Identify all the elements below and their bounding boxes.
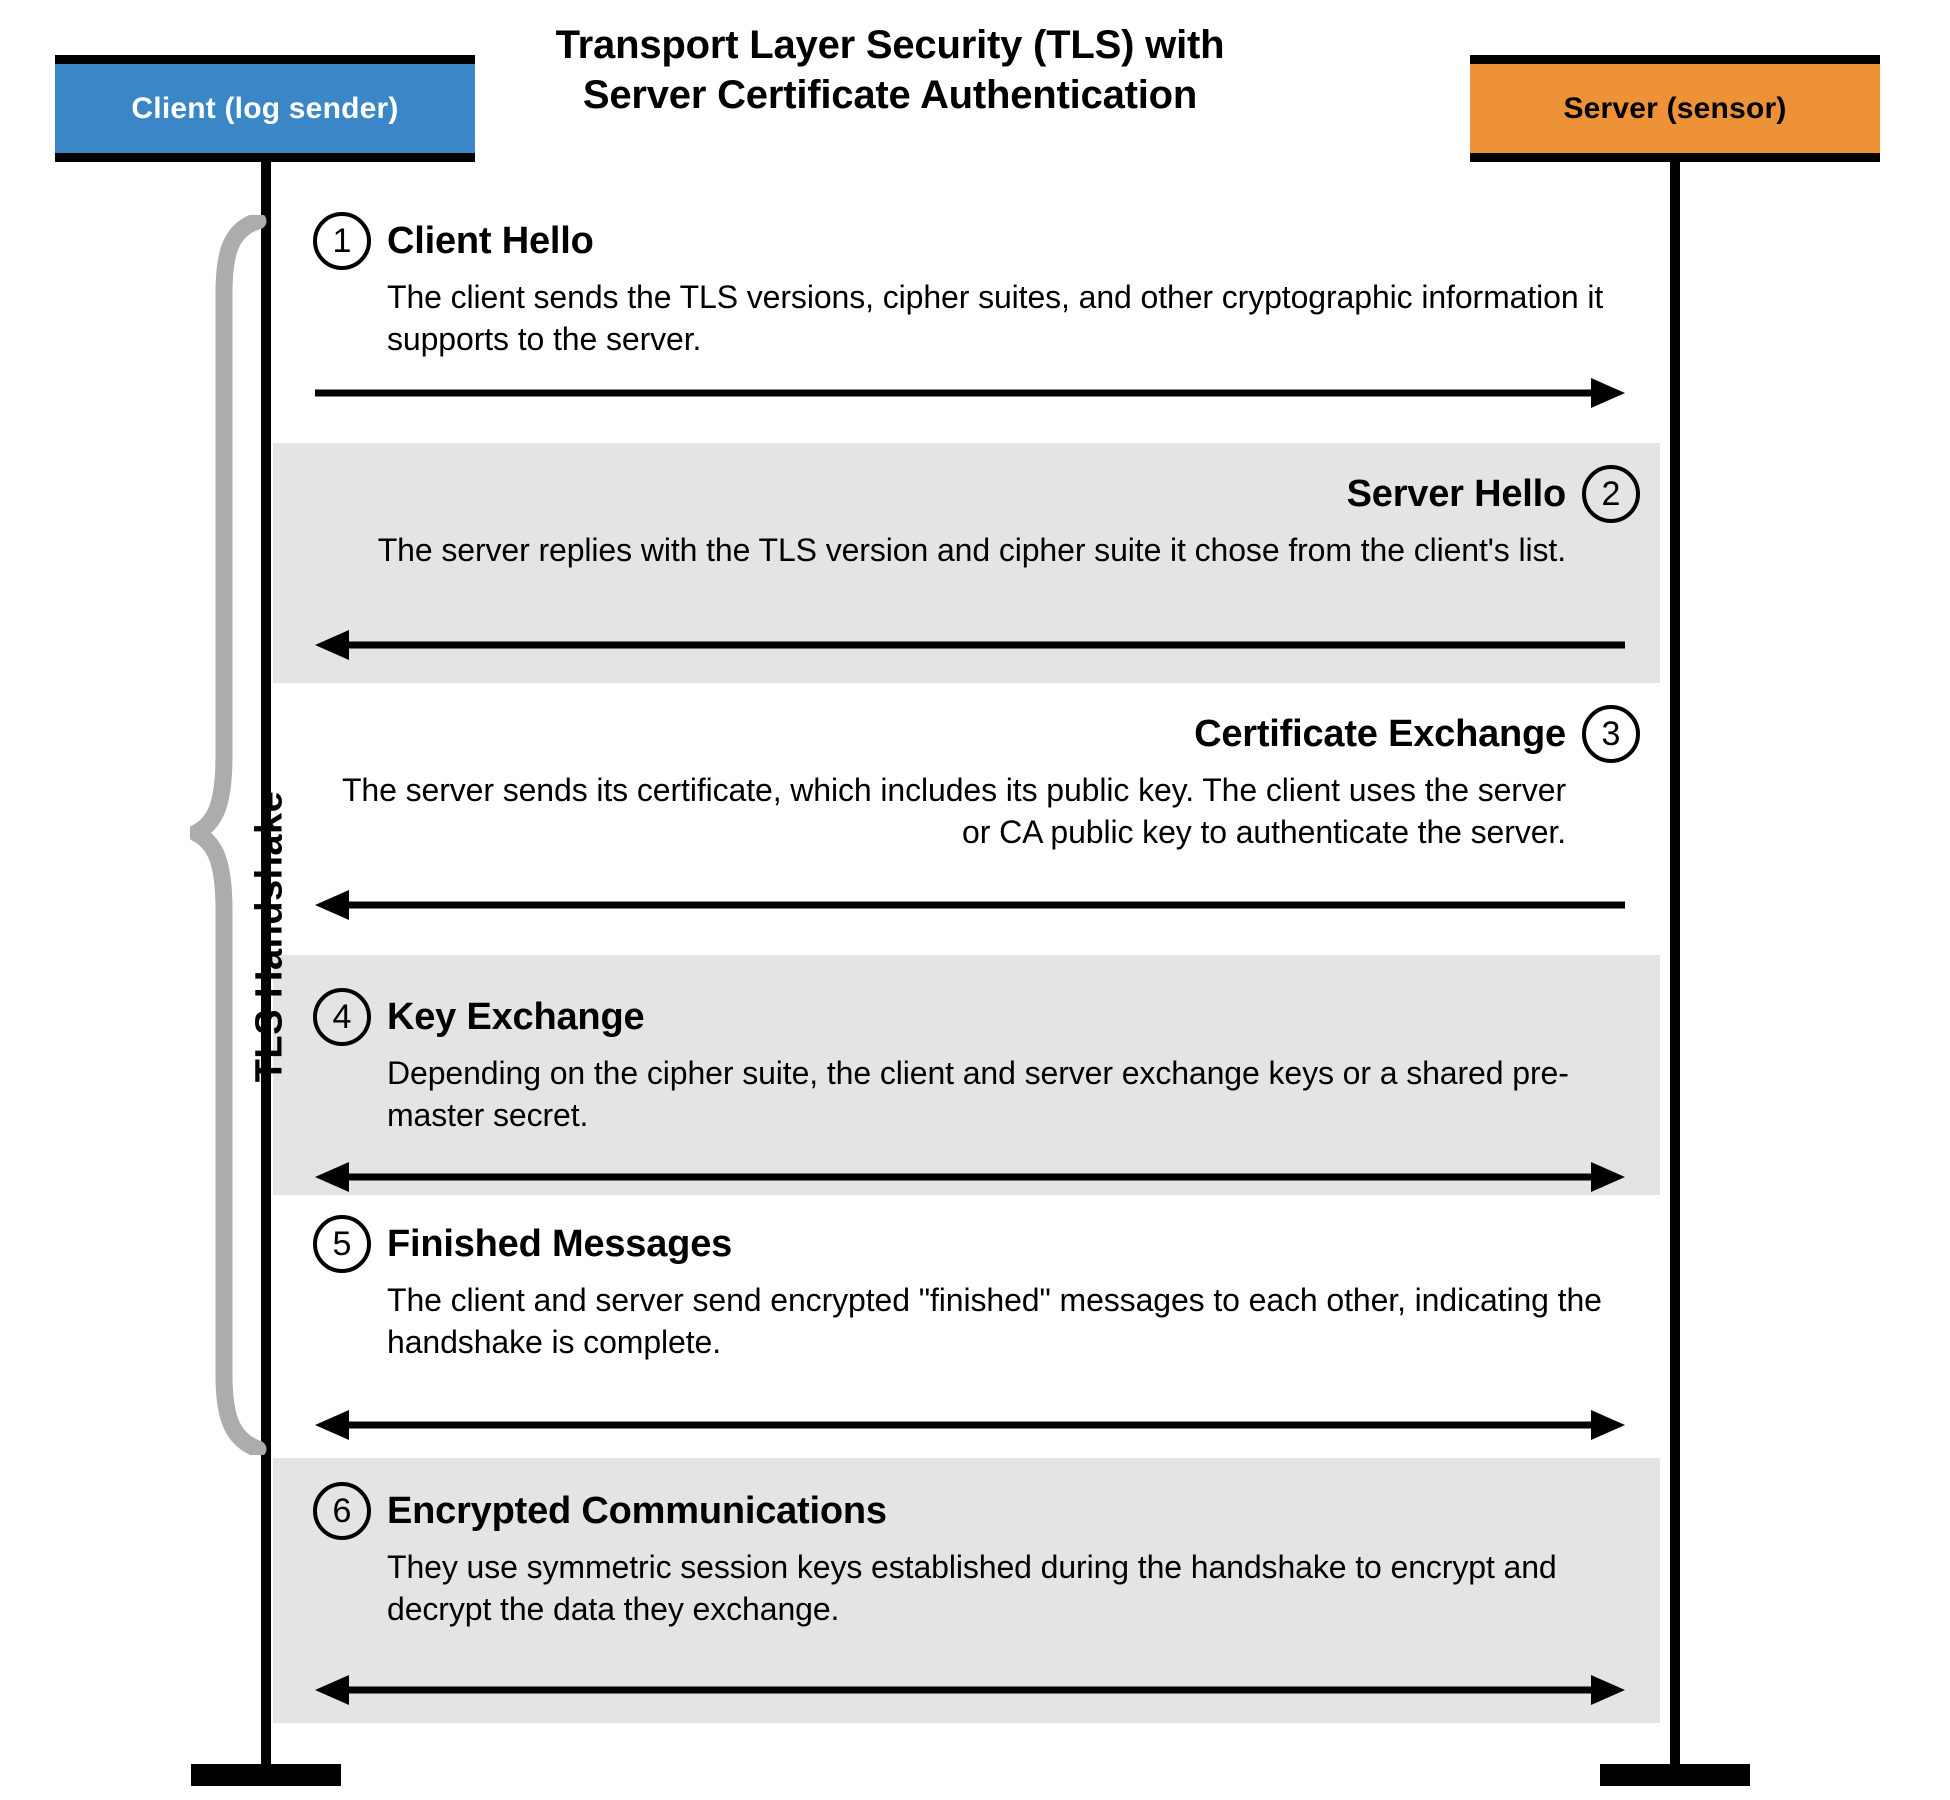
step-description-5: The client and server send encrypted "fi… bbox=[387, 1282, 1602, 1361]
step-6-header: 6 Encrypted Communications bbox=[313, 1482, 1640, 1540]
step-5-header: 5 Finished Messages bbox=[313, 1215, 1640, 1273]
step-number-badge-6: 6 bbox=[313, 1482, 371, 1540]
title-line-1: Transport Layer Security (TLS) with bbox=[555, 23, 1225, 67]
step-1-header: 1 Client Hello bbox=[313, 212, 1640, 270]
message-arrow-3-left bbox=[285, 885, 1655, 925]
step-title-4: Key Exchange bbox=[387, 995, 645, 1038]
step-description-4: Depending on the cipher suite, the clien… bbox=[387, 1055, 1569, 1134]
step-band-6 bbox=[273, 1458, 1660, 1723]
message-arrow-5-both bbox=[285, 1405, 1655, 1445]
title-line-2: Server Certificate Authentication bbox=[582, 73, 1198, 117]
step-number-badge-2: 2 bbox=[1582, 465, 1640, 523]
actor-server-box: Server (sensor) bbox=[1470, 55, 1880, 162]
step-4-header: 4 Key Exchange bbox=[313, 988, 1640, 1046]
lifeline-server-foot bbox=[1600, 1764, 1750, 1786]
actor-server-label: Server (sensor) bbox=[1563, 91, 1787, 125]
step-description-6: They use symmetric session keys establis… bbox=[387, 1549, 1557, 1628]
step-3-header: Certificate Exchange 3 bbox=[313, 705, 1640, 763]
brace-icon bbox=[187, 212, 267, 1458]
step-title-6: Encrypted Communications bbox=[387, 1489, 887, 1532]
step-title-3: Certificate Exchange bbox=[1194, 712, 1566, 755]
message-arrow-2-left bbox=[285, 625, 1655, 665]
step-2-header: Server Hello 2 bbox=[313, 465, 1640, 523]
step-description-2: The server replies with the TLS version … bbox=[377, 532, 1566, 568]
actor-client-box: Client (log sender) bbox=[55, 55, 475, 162]
tls-handshake-brace: TLS Handshake bbox=[187, 212, 291, 1458]
message-arrow-1-right bbox=[285, 373, 1655, 413]
page-title: Transport Layer Security (TLS) with Serv… bbox=[480, 20, 1300, 120]
step-band-4 bbox=[273, 955, 1660, 1195]
step-number-badge-5: 5 bbox=[313, 1215, 371, 1273]
step-title-2: Server Hello bbox=[1346, 472, 1567, 515]
step-description-1: The client sends the TLS versions, ciphe… bbox=[387, 279, 1604, 358]
step-number-badge-1: 1 bbox=[313, 212, 371, 270]
lifeline-client bbox=[261, 162, 271, 1774]
step-number-badge-4: 4 bbox=[313, 988, 371, 1046]
step-description-3: The server sends its certificate, which … bbox=[341, 772, 1566, 851]
step-title-1: Client Hello bbox=[387, 219, 594, 262]
message-arrow-4-both bbox=[285, 1157, 1655, 1197]
lifeline-server bbox=[1670, 162, 1680, 1774]
step-number-badge-3: 3 bbox=[1582, 705, 1640, 763]
message-arrow-6-both bbox=[285, 1670, 1655, 1710]
actor-client-label: Client (log sender) bbox=[131, 91, 399, 125]
step-title-5: Finished Messages bbox=[387, 1222, 733, 1265]
lifeline-client-foot bbox=[191, 1764, 341, 1786]
